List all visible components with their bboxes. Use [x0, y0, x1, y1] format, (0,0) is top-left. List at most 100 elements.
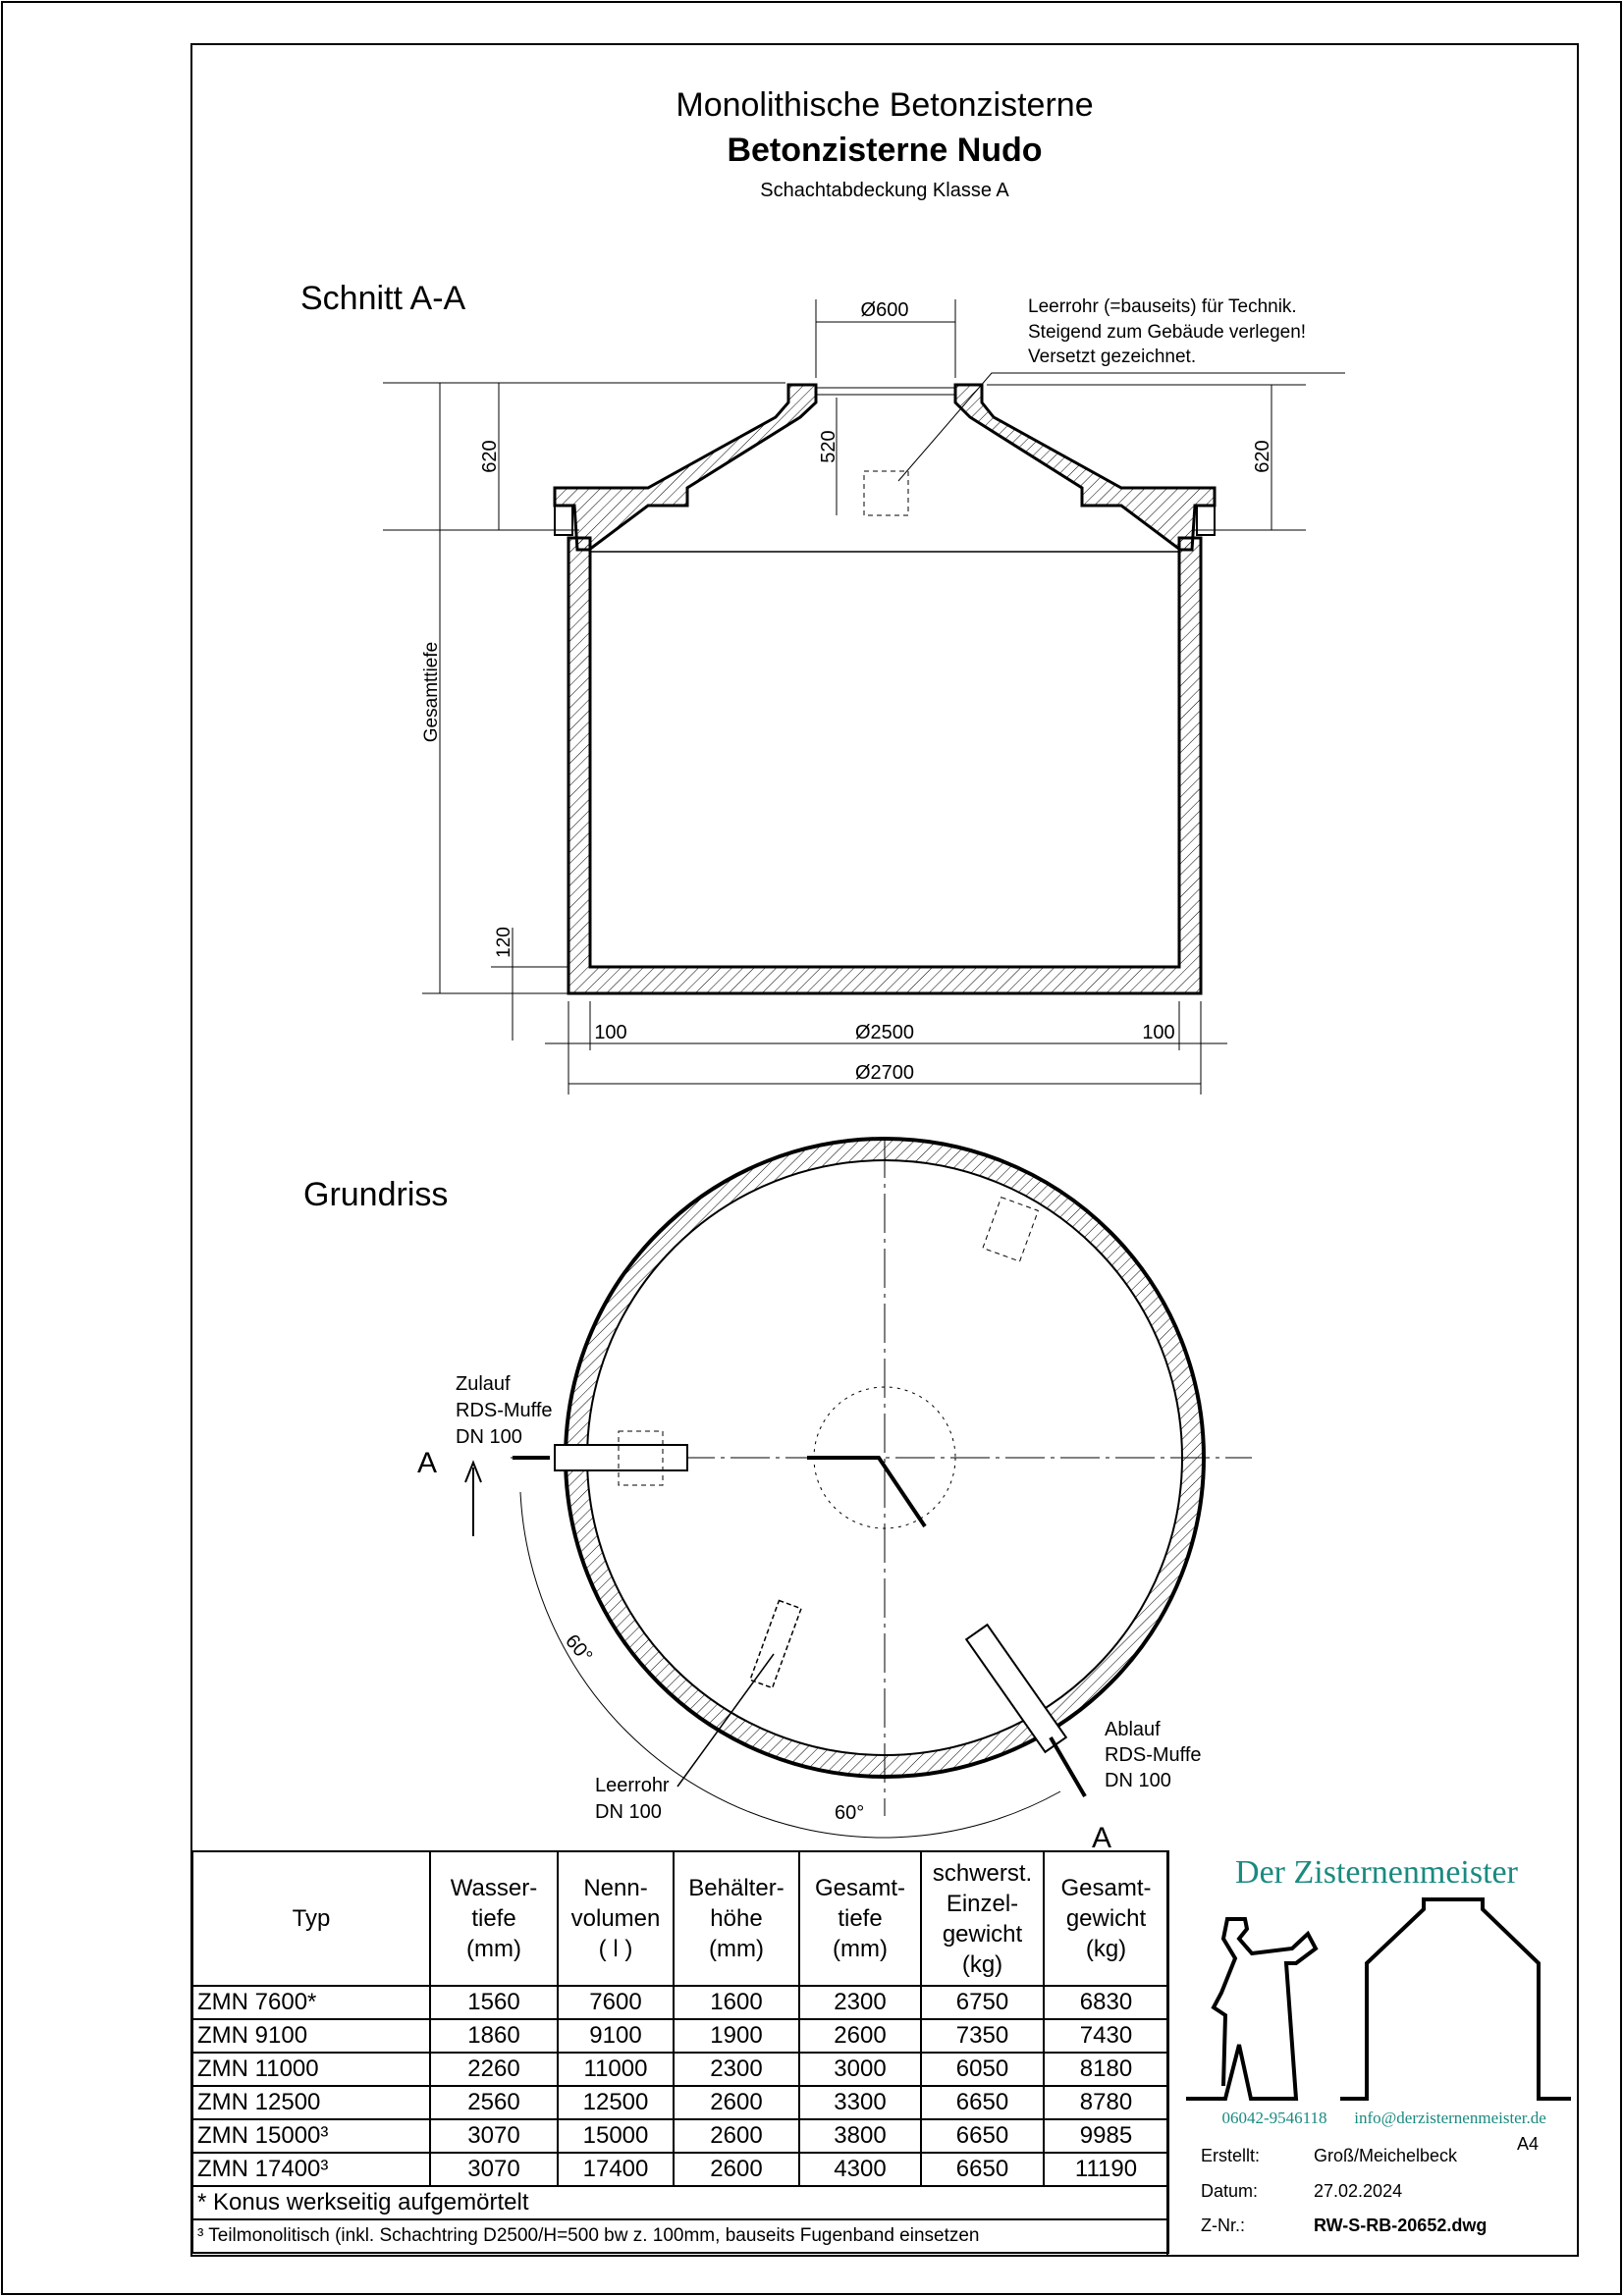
- dim-floor: 120: [494, 927, 514, 958]
- column-header-line: gewicht: [1065, 1905, 1147, 1932]
- drawing-number-value: RW-S-RB-20652.dwg: [1314, 2216, 1487, 2235]
- created-value: Groß/Meichelbeck: [1314, 2146, 1458, 2165]
- cell-value: 11000: [557, 2052, 675, 2087]
- created-label: Erstellt:: [1201, 2146, 1260, 2165]
- cell-value: 6830: [1043, 1985, 1169, 2020]
- column-header: Wasser-tiefe(mm): [429, 1850, 559, 1987]
- cell-value: 2600: [673, 2085, 800, 2120]
- plan-label: Grundriss: [303, 1176, 448, 1213]
- inlet-label-1: Zulauf: [456, 1373, 511, 1395]
- cell-value: 1600: [673, 1985, 800, 2020]
- cell-type: ZMN 12500: [191, 2085, 431, 2120]
- paper-format: A4: [1517, 2134, 1539, 2154]
- column-header: Typ: [191, 1850, 431, 1987]
- cell-value: 2600: [673, 2152, 800, 2187]
- cell-value: 9100: [557, 2018, 675, 2054]
- cell-value: 8780: [1043, 2085, 1169, 2120]
- cell-type: ZMN 11000: [191, 2052, 431, 2087]
- cell-value: 7600: [557, 1985, 675, 2020]
- angle-label-2: 60°: [835, 1802, 864, 1824]
- cell-value: 4300: [798, 2152, 922, 2187]
- column-header-line: tiefe: [838, 1905, 883, 1932]
- dim-wall-left: 100: [594, 1022, 626, 1043]
- column-header-line: höhe: [710, 1905, 763, 1932]
- cell-value: 6650: [920, 2118, 1045, 2154]
- cell-type: ZMN 9100: [191, 2018, 431, 2054]
- inlet-label-2: RDS-Muffe: [456, 1400, 553, 1421]
- date-label: Datum:: [1201, 2181, 1258, 2201]
- drawing-subtitle: Betonzisterne Nudo: [727, 132, 1042, 169]
- footnote-konus: * Konus werkseitig aufgemörtelt: [191, 2185, 1169, 2220]
- leerrohr-note-3: Versetzt gezeichnet.: [1028, 347, 1196, 367]
- leerrohr-note-1: Leerrohr (=bauseits) für Technik.: [1028, 296, 1297, 317]
- drawing-number-label: Z-Nr.:: [1201, 2216, 1245, 2235]
- section-marker-left: A: [417, 1447, 437, 1479]
- dim-inner-diameter: Ø2500: [855, 1022, 914, 1043]
- dim-cone-left: 620: [479, 440, 501, 472]
- column-header-line: (mm): [466, 1936, 521, 1962]
- cell-value: 11190: [1043, 2152, 1169, 2187]
- cell-value: 1900: [673, 2018, 800, 2054]
- cell-type: ZMN 17400³: [191, 2152, 431, 2187]
- cell-value: 2300: [798, 1985, 922, 2020]
- cell-value: 1560: [429, 1985, 559, 2020]
- logo-illustration: [1186, 1897, 1571, 2101]
- date-value: 27.02.2024: [1314, 2181, 1402, 2201]
- cell-value: 17400: [557, 2152, 675, 2187]
- cell-value: 9985: [1043, 2118, 1169, 2154]
- cell-value: 7350: [920, 2018, 1045, 2054]
- dim-cone-right: 620: [1252, 440, 1273, 472]
- dim-outer-diameter: Ø2700: [855, 1062, 914, 1084]
- cell-value: 3000: [798, 2052, 922, 2087]
- column-header-line: Einzel-: [946, 1890, 1019, 1917]
- cell-value: 8180: [1043, 2052, 1169, 2087]
- inlet-label-3: DN 100: [456, 1426, 522, 1448]
- column-header-line: (mm): [833, 1936, 888, 1962]
- column-header-line: volumen: [570, 1905, 661, 1932]
- column-header-line: schwerst.: [932, 1859, 1033, 1887]
- cell-value: 3070: [429, 2118, 559, 2154]
- column-header: Gesamt-tiefe(mm): [798, 1850, 922, 1987]
- cell-value: 2260: [429, 2052, 559, 2087]
- cell-value: 3070: [429, 2152, 559, 2187]
- column-header-line: (kg): [1085, 1936, 1127, 1962]
- dim-total-depth: Gesamttiefe: [421, 642, 442, 742]
- column-header: Nenn-volumen ( l ): [557, 1850, 675, 1987]
- cell-value: 1860: [429, 2018, 559, 2054]
- cell-value: 2560: [429, 2085, 559, 2120]
- footnote-teilmonolithisch: ³ Teilmonolitisch (inkl. Schachtring D25…: [191, 2218, 1169, 2254]
- cell-value: 3300: [798, 2085, 922, 2120]
- conduit-label-1: Leerrohr: [595, 1775, 670, 1796]
- column-header-line: ( l ): [598, 1936, 633, 1962]
- column-header-line: Gesamt-: [1060, 1875, 1152, 1901]
- column-header-line: Behälter-: [688, 1875, 784, 1901]
- drawing-title: Monolithische Betonzisterne: [676, 86, 1093, 124]
- column-header-line: Nenn-: [583, 1875, 648, 1901]
- outlet-label-2: RDS-Muffe: [1105, 1744, 1202, 1766]
- conduit-label-2: DN 100: [595, 1801, 662, 1823]
- plan-drawing: Zulauf RDS-Muffe DN 100 A 60° Leerrohr D…: [417, 1137, 1252, 1854]
- cell-value: 6750: [920, 1985, 1045, 2020]
- dim-wall-right: 100: [1142, 1022, 1174, 1043]
- drawing-frame: [190, 43, 1579, 2257]
- cell-value: 2300: [673, 2052, 800, 2087]
- outlet-label-1: Ablauf: [1105, 1719, 1161, 1740]
- column-header-line: tiefe: [471, 1905, 516, 1932]
- column-header-line: (kg): [961, 1950, 1003, 1978]
- column-header-line: (mm): [709, 1936, 764, 1962]
- section-marker-right: A: [1092, 1822, 1111, 1854]
- cell-value: 12500: [557, 2085, 675, 2120]
- brand-phone: 06042-9546118: [1221, 2109, 1326, 2127]
- section-label: Schnitt A-A: [300, 280, 466, 317]
- brand-email: info@derzisternenmeister.de: [1354, 2109, 1546, 2127]
- cell-value: 6050: [920, 2052, 1045, 2087]
